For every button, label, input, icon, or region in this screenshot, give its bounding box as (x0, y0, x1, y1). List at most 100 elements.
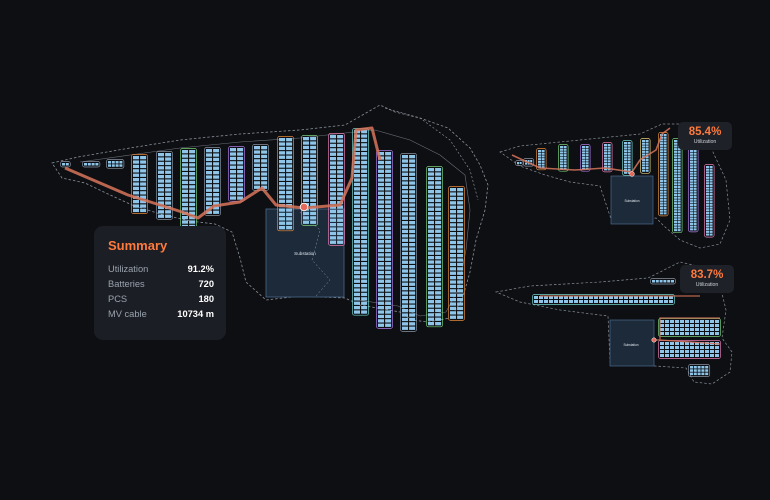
battery-unit (402, 309, 408, 313)
battery-unit (385, 323, 392, 327)
battery-unit (378, 314, 384, 319)
battery-unit (428, 278, 434, 282)
battery-unit (663, 185, 667, 188)
battery-unit (693, 225, 697, 228)
battery-unit (642, 145, 645, 148)
battery-unit (385, 244, 392, 248)
battery-unit (715, 332, 719, 335)
battery-unit (627, 142, 631, 145)
battery-unit (310, 159, 317, 163)
battery-unit (279, 221, 285, 225)
battery-unit (645, 161, 649, 164)
battery-unit (450, 267, 456, 271)
battery-unit (690, 185, 693, 188)
battery-unit (206, 188, 212, 192)
battery-unit (361, 187, 368, 191)
battery-unit (652, 280, 655, 283)
battery-unit (670, 332, 674, 335)
battery-unit (457, 293, 464, 297)
battery-unit (286, 212, 293, 217)
battery-unit (182, 163, 188, 167)
battery-unit (435, 282, 442, 286)
battery-unit (541, 152, 545, 155)
battery-unit (286, 146, 293, 151)
battery-unit (690, 187, 693, 190)
substation-marker-icon[interactable] (651, 337, 657, 343)
battery-unit (230, 196, 236, 200)
battery-unit (660, 332, 664, 335)
battery-unit (530, 160, 533, 162)
battery-unit (700, 328, 704, 331)
battery-unit (254, 176, 260, 181)
battery-unit (579, 296, 583, 299)
battery-unit (693, 212, 697, 215)
battery-unit (663, 174, 667, 177)
battery-unit (254, 150, 260, 154)
battery-unit (361, 279, 368, 283)
battery-unit (409, 265, 416, 269)
battery-unit (378, 275, 384, 279)
battery-unit (361, 284, 368, 288)
battery-unit (409, 291, 416, 295)
battery-unit (585, 154, 589, 157)
battery-unit (354, 244, 360, 248)
battery-unit (663, 163, 667, 166)
battery-unit (409, 212, 416, 216)
substation-label: Substation (294, 251, 316, 256)
battery-unit (402, 216, 408, 220)
battery-unit (538, 150, 541, 153)
summary-label: MV cable (108, 309, 147, 319)
substation-marker-icon[interactable] (299, 202, 309, 212)
battery-unit (674, 226, 677, 229)
battery-unit (675, 320, 679, 323)
battery-unit (378, 288, 384, 292)
battery-block (658, 340, 721, 359)
battery-unit (402, 287, 408, 291)
battery-unit (450, 298, 456, 302)
battery-unit (385, 218, 392, 222)
battery-unit (230, 156, 236, 161)
battery-unit (690, 206, 693, 209)
battery-unit (303, 181, 309, 185)
battery-unit (428, 234, 434, 238)
battery-unit (402, 238, 408, 242)
battery-unit (189, 202, 196, 207)
battery-unit (654, 296, 658, 299)
battery-unit (674, 156, 677, 159)
battery-unit (685, 328, 689, 331)
battery-unit (457, 262, 464, 267)
battery-unit (660, 328, 664, 331)
battery-unit (634, 300, 638, 303)
battery-unit (534, 300, 538, 303)
battery-unit (604, 165, 607, 168)
battery-unit (604, 144, 607, 147)
battery-unit (310, 163, 317, 167)
battery-unit (585, 151, 589, 154)
battery-unit (385, 288, 392, 292)
battery-unit (685, 320, 689, 323)
battery-unit (693, 150, 697, 153)
battery-unit (709, 176, 713, 179)
battery-unit (378, 209, 384, 213)
battery-unit (330, 227, 336, 231)
battery-unit (675, 332, 679, 335)
battery-unit (237, 196, 244, 200)
battery-unit (697, 366, 701, 369)
battery-unit (457, 201, 464, 205)
substation-marker-icon[interactable] (629, 171, 635, 177)
battery-unit (165, 157, 172, 161)
battery-unit (660, 136, 663, 139)
battery-unit (409, 295, 416, 300)
battery-unit (604, 157, 607, 160)
battery-unit (213, 153, 220, 157)
summary-value: 91.2% (187, 264, 214, 274)
battery-unit (690, 366, 693, 369)
battery-block (376, 150, 393, 329)
battery-unit (690, 220, 693, 223)
battery-unit (378, 235, 384, 239)
battery-unit (539, 296, 543, 299)
battery-unit (660, 174, 663, 177)
battery-unit (158, 157, 164, 161)
battery-block (658, 132, 669, 217)
